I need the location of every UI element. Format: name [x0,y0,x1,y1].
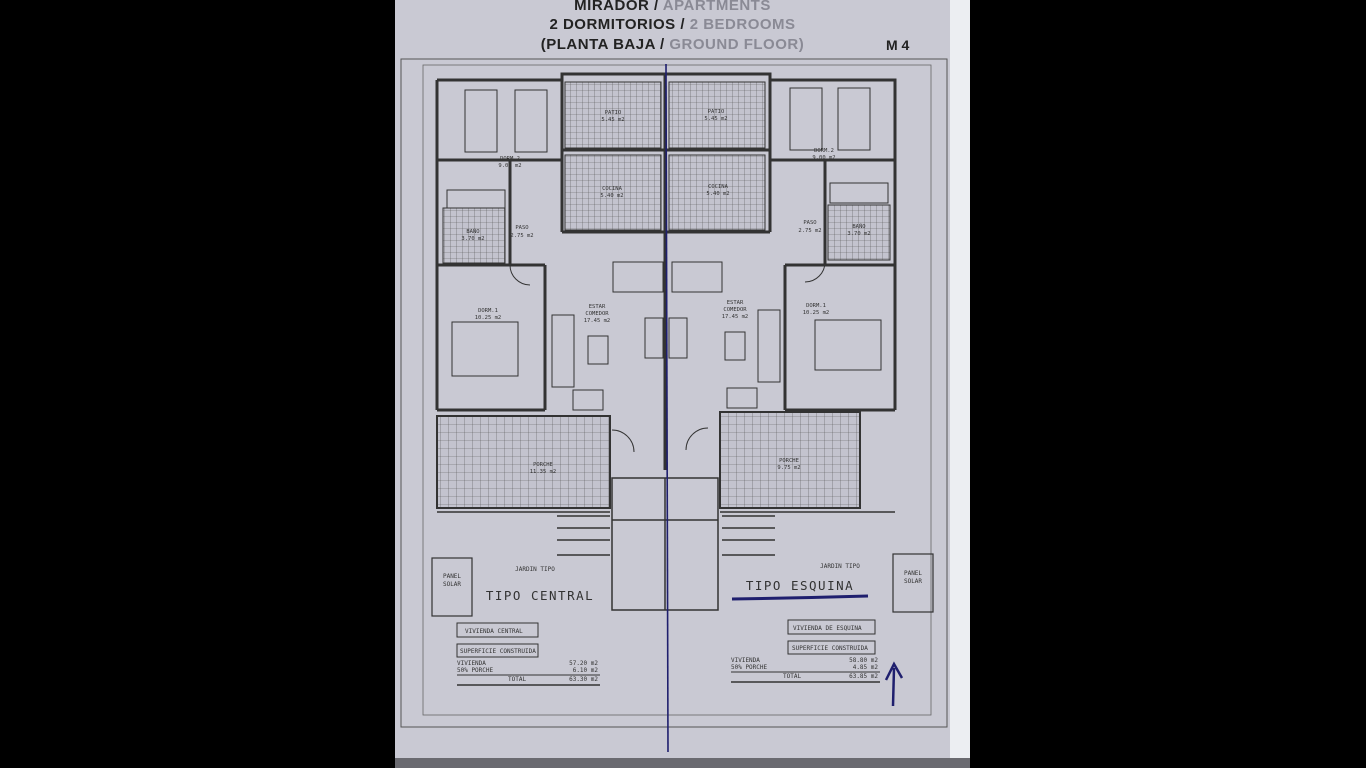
label-porche-right-area: 9.75 m2 [777,465,800,471]
table-right-total-value: 63.85 m2 [849,673,878,680]
label-patio-right: PATIO [708,109,725,115]
table-right-subtitle: SUPERFICIE CONSTRUIDA [792,645,868,652]
table-right-title: VIVIENDA DE ESQUINA [793,625,862,632]
label-patio-right-area: 5.45 m2 [704,116,727,122]
label-solar-left: SOLAR [443,581,461,588]
title-line-3: (PLANTA BAJA / GROUND FLOOR) [395,36,950,53]
title-sep: / [649,0,663,14]
label-cocina-left-area: 5.40 m2 [600,193,623,199]
label-panel-right: PANEL [904,570,922,577]
patio-right-tiles [668,81,766,149]
title-dormitorios: 2 DORMITORIOS [549,16,676,33]
label-bano-right-area: 3.70 m2 [847,231,870,237]
label-dorm2-right-area: 9.00 m2 [812,155,835,161]
solar-panel-right [892,553,934,613]
table-right-row1-value: 58.80 m2 [849,657,878,664]
label-dorm2-left-area: 9.00 m2 [498,163,521,169]
label-dorm2-right: DORM.2 [814,148,834,154]
label-porche-right: PORCHE [779,458,799,464]
table-right-row2-value: 4.85 m2 [853,664,879,671]
title-apartments: APARTMENTS [662,0,771,14]
bath-right-tiles [827,204,891,261]
title-line-1: MIRADOR / APARTMENTS [395,0,950,14]
title-planta-baja: (PLANTA BAJA [540,36,656,53]
label-tipo-central: TIPO CENTRAL [486,588,594,603]
table-left-total-value: 63.30 m2 [569,676,598,683]
label-dorm1-left-area: 10.25 m2 [475,315,502,321]
label-jardin-left: JARDIN TIPO [515,566,555,573]
label-paso-left-area: 2.75 m2 [510,233,533,239]
table-right-row2-label: 50% PORCHE [731,664,768,671]
label-estar-right: ESTAR [727,300,744,306]
table-right-row1-label: VIVIENDA [731,657,760,664]
label-cocina-right: COCINA [708,184,729,190]
label-porche-left: PORCHE [533,462,553,468]
label-estar-left-area: 17.45 m2 [584,318,611,324]
label-cocina-right-area: 5.40 m2 [706,191,729,197]
title-ground-floor: GROUND FLOOR) [669,36,805,53]
table-edge [395,758,970,768]
table-left-title: VIVIENDA CENTRAL [465,628,523,635]
title-sep: / [675,16,690,33]
solar-panel-left [431,557,473,617]
label-jardin-right: JARDIN TIPO [820,563,860,570]
label-patio-left-area: 5.45 m2 [601,117,624,123]
paper-edge [950,0,970,768]
pen-underline [731,594,869,601]
title-line-2: 2 DORMITORIOS / 2 BEDROOMS [395,16,950,33]
title-bedrooms: 2 BEDROOMS [689,16,796,33]
table-right-total-label: TOTAL [783,673,801,680]
label-comedor-left: COMEDOR [585,311,609,317]
label-porche-left-area: 11.35 m2 [530,469,557,475]
outer-frame [400,58,948,728]
table-left-row1-value: 57.20 m2 [569,660,598,667]
label-cocina-left: COCINA [602,186,623,192]
label-paso-right: PASO [803,220,816,226]
label-dorm1-right-area: 10.25 m2 [803,310,830,316]
furniture [446,87,889,453]
table-left-row2-value: 6.10 m2 [573,667,599,674]
label-solar-right: SOLAR [904,578,922,585]
label-paso-left: PASO [515,225,528,231]
table-left-row2-label: 50% PORCHE [457,667,494,674]
plot-frame [422,64,932,716]
sheet-code: M 4 [886,37,910,53]
label-dorm1-left: DORM.1 [478,308,498,314]
table-left-row1-label: VIVIENDA [457,660,486,667]
pen-arrow-icon [884,661,904,707]
label-dorm1-right: DORM.1 [806,303,826,309]
title-mirador: MIRADOR [574,0,650,14]
label-bano-left: BAÑO [466,228,479,235]
pen-center-line [665,63,669,753]
table-left-subtitle: SUPERFICIE CONSTRUIDA [460,648,536,655]
porch-right-tiles [719,411,861,509]
title-sep: / [655,36,670,53]
label-paso-right-area: 2.75 m2 [798,228,821,234]
area-table-left: VIVIENDA CENTRAL SUPERFICIE CONSTRUIDA V… [456,622,600,686]
area-table-right: VIVIENDA DE ESQUINA SUPERFICIE CONSTRUID… [731,619,880,683]
porch-left-tiles [436,415,611,509]
kitchen-left-tiles [564,154,662,231]
label-estar-left: ESTAR [589,304,606,310]
label-estar-right-area: 17.45 m2 [722,314,749,320]
building-walls [435,72,897,470]
entrance-stairs [437,477,895,611]
label-bano-left-area: 3.70 m2 [461,236,484,242]
patio-left-tiles [564,81,662,149]
label-comedor-right: COMEDOR [723,307,747,313]
label-bano-right: BAÑO [852,223,865,230]
table-left-total-label: TOTAL [508,676,526,683]
kitchen-right-tiles [668,154,766,231]
label-dorm2-left: DORM.2 [500,156,520,162]
label-panel-left: PANEL [443,573,461,580]
label-tipo-esquina: TIPO ESQUINA [746,578,854,593]
label-patio-left: PATIO [605,110,622,116]
